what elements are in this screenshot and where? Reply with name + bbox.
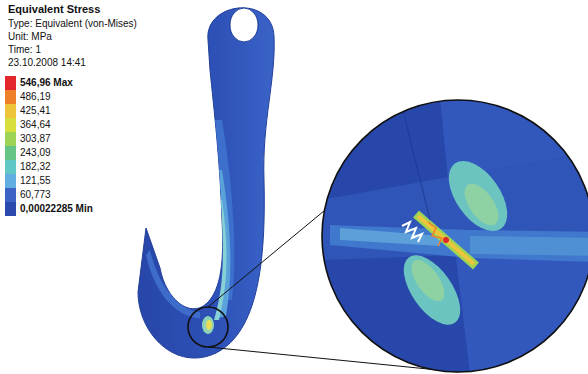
legend-value: 425,41 [20, 105, 51, 117]
info-text: Unit: MPa [8, 31, 52, 43]
legend-swatch [5, 160, 16, 174]
legend-value: 546,96 Max [20, 77, 73, 89]
legend-swatch [5, 188, 16, 202]
legend-swatch [5, 132, 16, 146]
legend-swatch [5, 118, 16, 132]
info-text: Type: Equivalent (von-Mises) [8, 18, 137, 30]
legend-swatch [5, 104, 16, 118]
legend-swatch [5, 174, 16, 188]
legend-swatch [5, 76, 16, 90]
legend-value: 364,64 [20, 119, 51, 131]
info-text: 23.10.2008 14:41 [8, 57, 86, 69]
legend-value: 121,55 [20, 175, 51, 187]
legend-swatch [5, 202, 16, 216]
legend-value: 182,32 [20, 161, 51, 173]
plot-title: Equivalent Stress [8, 3, 100, 16]
legend-swatch [5, 146, 16, 160]
legend-value: 243,09 [20, 147, 51, 159]
legend-value: 486,19 [20, 91, 51, 103]
legend-value: 60,773 [20, 189, 51, 201]
legend-swatch [5, 90, 16, 104]
info-text: Time: 1 [8, 44, 41, 56]
legend-value: 303,87 [20, 133, 51, 145]
legend-value: 0,00022285 Min [20, 203, 93, 215]
